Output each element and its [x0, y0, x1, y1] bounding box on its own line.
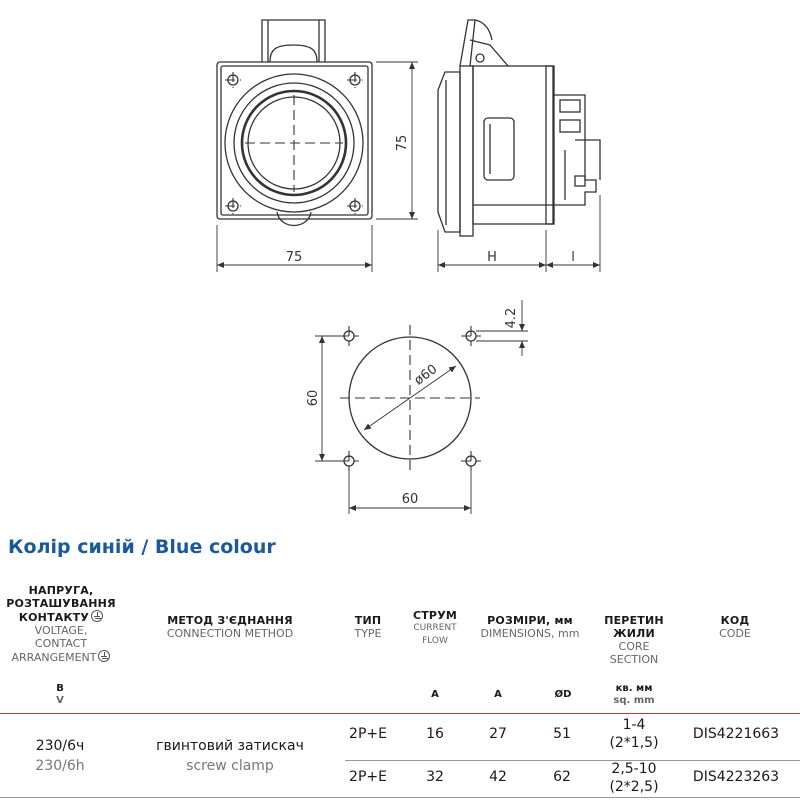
row-divider [345, 760, 800, 761]
cutout-width-label: 60 [402, 492, 419, 507]
row-section-1: 1-4 [622, 717, 646, 733]
ground-icon [91, 610, 104, 622]
row-dim-a: 42 [489, 769, 507, 785]
cutout-height-label: 60 [306, 390, 321, 407]
unit-dimensions-a: A [494, 689, 502, 700]
unit-section-ua: кв. мм [615, 683, 653, 694]
row-current: 16 [426, 726, 444, 742]
row-type: 2P+E [349, 726, 387, 742]
header-current-en-2: FLOW [422, 636, 448, 646]
header-voltage-en-3: ARRANGEMENT [11, 651, 97, 664]
front-view [216, 19, 373, 226]
header-type: ТИП TYPE [340, 614, 396, 640]
row-section-2: (2*1,5) [609, 735, 659, 751]
row-section-1: 2,5-10 [611, 761, 657, 777]
row-dim-d: 62 [553, 769, 571, 785]
header-method-en: CONNECTION METHOD [166, 627, 294, 640]
header-section-ua-2: ЖИЛИ [613, 627, 655, 640]
table-header-divider [0, 713, 800, 714]
front-dimensions [216, 61, 418, 272]
side-l-label: l [571, 250, 575, 265]
cutout-dimensions [315, 300, 528, 514]
front-height-label: 75 [395, 135, 410, 152]
side-dimensions [437, 195, 601, 272]
method-value-ua: гвинтовий затискач [156, 738, 304, 754]
header-code-ua: КОД [720, 614, 750, 627]
header-section: ПЕРЕТИН ЖИЛИ CORE SECTION [594, 614, 674, 666]
header-section-ua-1: ПЕРЕТИН [604, 614, 664, 627]
header-dimensions: РОЗМІРИ, мм DIMENSIONS, mm [470, 614, 590, 640]
header-method-ua: МЕТОД З'ЄДНАННЯ [167, 614, 293, 627]
header-voltage-ua-3: КОНТАКТУ [18, 611, 90, 624]
front-width-label: 75 [286, 250, 303, 265]
header-type-ua: ТИП [354, 614, 382, 627]
unit-voltage-en: V [56, 695, 64, 706]
row-dim-d: 51 [553, 726, 571, 742]
header-dimensions-ua: РОЗМІРИ, мм [487, 614, 573, 627]
header-voltage-en-1: VOLTAGE, [34, 624, 88, 637]
row-code: DIS4221663 [692, 726, 780, 742]
row-section: 1-4 (2*1,5) [596, 716, 672, 752]
header-section-en-2: SECTION [609, 653, 659, 666]
hole-dim-label: 4.2 [504, 308, 519, 329]
ground-icon [98, 650, 111, 662]
section-title: Колір синій / Blue colour [8, 536, 276, 558]
row-section-2: (2*2,5) [609, 779, 659, 795]
unit-dimensions-d: ØD [554, 689, 572, 700]
unit-voltage: В V [45, 683, 75, 707]
header-voltage-ua-1: НАПРУГА, [28, 584, 94, 597]
header-current: СТРУМ CURRENT FLOW [402, 609, 468, 648]
row-dim-a: 27 [489, 726, 507, 742]
unit-voltage-ua: В [56, 683, 64, 694]
technical-drawing: 75 75 H l [216, 19, 601, 514]
unit-current: A [431, 689, 439, 700]
header-method: МЕТОД З'ЄДНАННЯ CONNECTION METHOD [150, 614, 310, 640]
voltage-value-en: 230/6h [35, 758, 85, 774]
unit-section-en: sq. mm [613, 695, 655, 706]
side-view [437, 19, 601, 237]
method-value-en: screw clamp [186, 758, 274, 774]
voltage-value-ua: 230/6ч [35, 738, 85, 754]
header-dimensions-en: DIMENSIONS, mm [480, 627, 580, 640]
header-code-en: CODE [719, 627, 751, 640]
row-section: 2,5-10 (2*2,5) [596, 760, 672, 796]
cutout-view [339, 325, 481, 471]
side-h-label: H [487, 250, 497, 265]
row-code: DIS4223263 [692, 769, 780, 785]
cutout-diameter-label: ø60 [412, 362, 441, 389]
header-current-en-1: CURRENT [413, 623, 457, 633]
header-voltage-ua-2: РОЗТАШУВАННЯ [6, 597, 116, 610]
row-current: 32 [426, 769, 444, 785]
header-section-en-1: CORE [618, 640, 650, 653]
header-current-ua: СТРУМ [412, 609, 458, 622]
table-bottom-border [0, 797, 800, 798]
header-voltage: НАПРУГА, РОЗТАШУВАННЯ КОНТАКТУ VOLTAGE, … [2, 584, 120, 664]
row-type: 2P+E [349, 769, 387, 785]
unit-section: кв. мм sq. mm [594, 683, 674, 707]
header-voltage-en-2: CONTACT [34, 637, 88, 650]
header-type-en: TYPE [354, 627, 382, 640]
header-code: КОД CODE [690, 614, 780, 640]
